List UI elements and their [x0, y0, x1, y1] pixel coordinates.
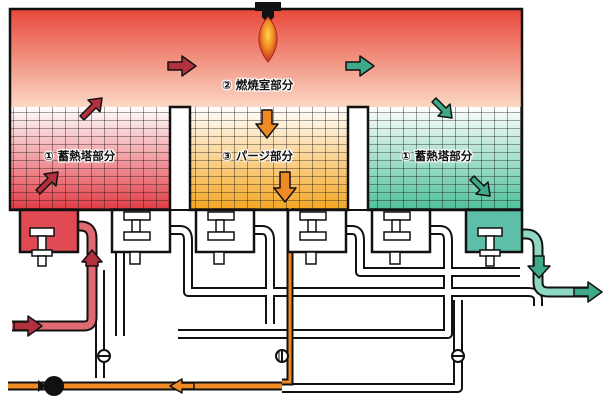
purge-section-label: ③ パージ部分: [222, 149, 294, 163]
flow-arrow-icon: [345, 55, 375, 77]
combustion-chamber-label: ② 燃焼室部分: [222, 78, 294, 92]
flow-arrow-icon: [273, 171, 297, 203]
fan-icon: [38, 376, 64, 396]
inlet-flow: [12, 220, 98, 332]
flow-arrow-icon: [527, 255, 551, 279]
flow-arrow-icon: [79, 97, 103, 121]
flow-arrows: [13, 55, 603, 394]
valve-box-3: [194, 208, 256, 265]
pipe-network: [95, 225, 543, 393]
flow-arrow-icon: [255, 109, 279, 139]
outlet-flow: [518, 228, 592, 298]
flow-arrow-icon: [13, 315, 43, 337]
valve-box-4: [286, 208, 348, 265]
flow-arrow-icon: [35, 171, 59, 195]
valve-box-left: [18, 208, 80, 267]
flow-arrow-icon: [81, 249, 103, 267]
flow-arrow-icon: [431, 97, 453, 119]
damper-icon: [451, 349, 465, 363]
flow-arrow-icon: [167, 55, 197, 77]
burner: [255, 2, 281, 63]
flow-arrow-icon: [469, 175, 491, 197]
left-regenerator-label: ① 蓄熱塔部分: [44, 149, 116, 163]
damper-icon: [97, 349, 111, 363]
valve-box-5: [370, 208, 432, 265]
flow-arrow-icon: [573, 281, 603, 303]
valve-box-2: [110, 208, 172, 265]
right-regenerator-label: ① 蓄熱塔部分: [401, 149, 473, 163]
flow-arrow-icon: [169, 378, 195, 394]
burner-flame-icon: [258, 16, 278, 63]
valve-box-right: [464, 208, 524, 267]
damper-icon: [275, 349, 289, 363]
